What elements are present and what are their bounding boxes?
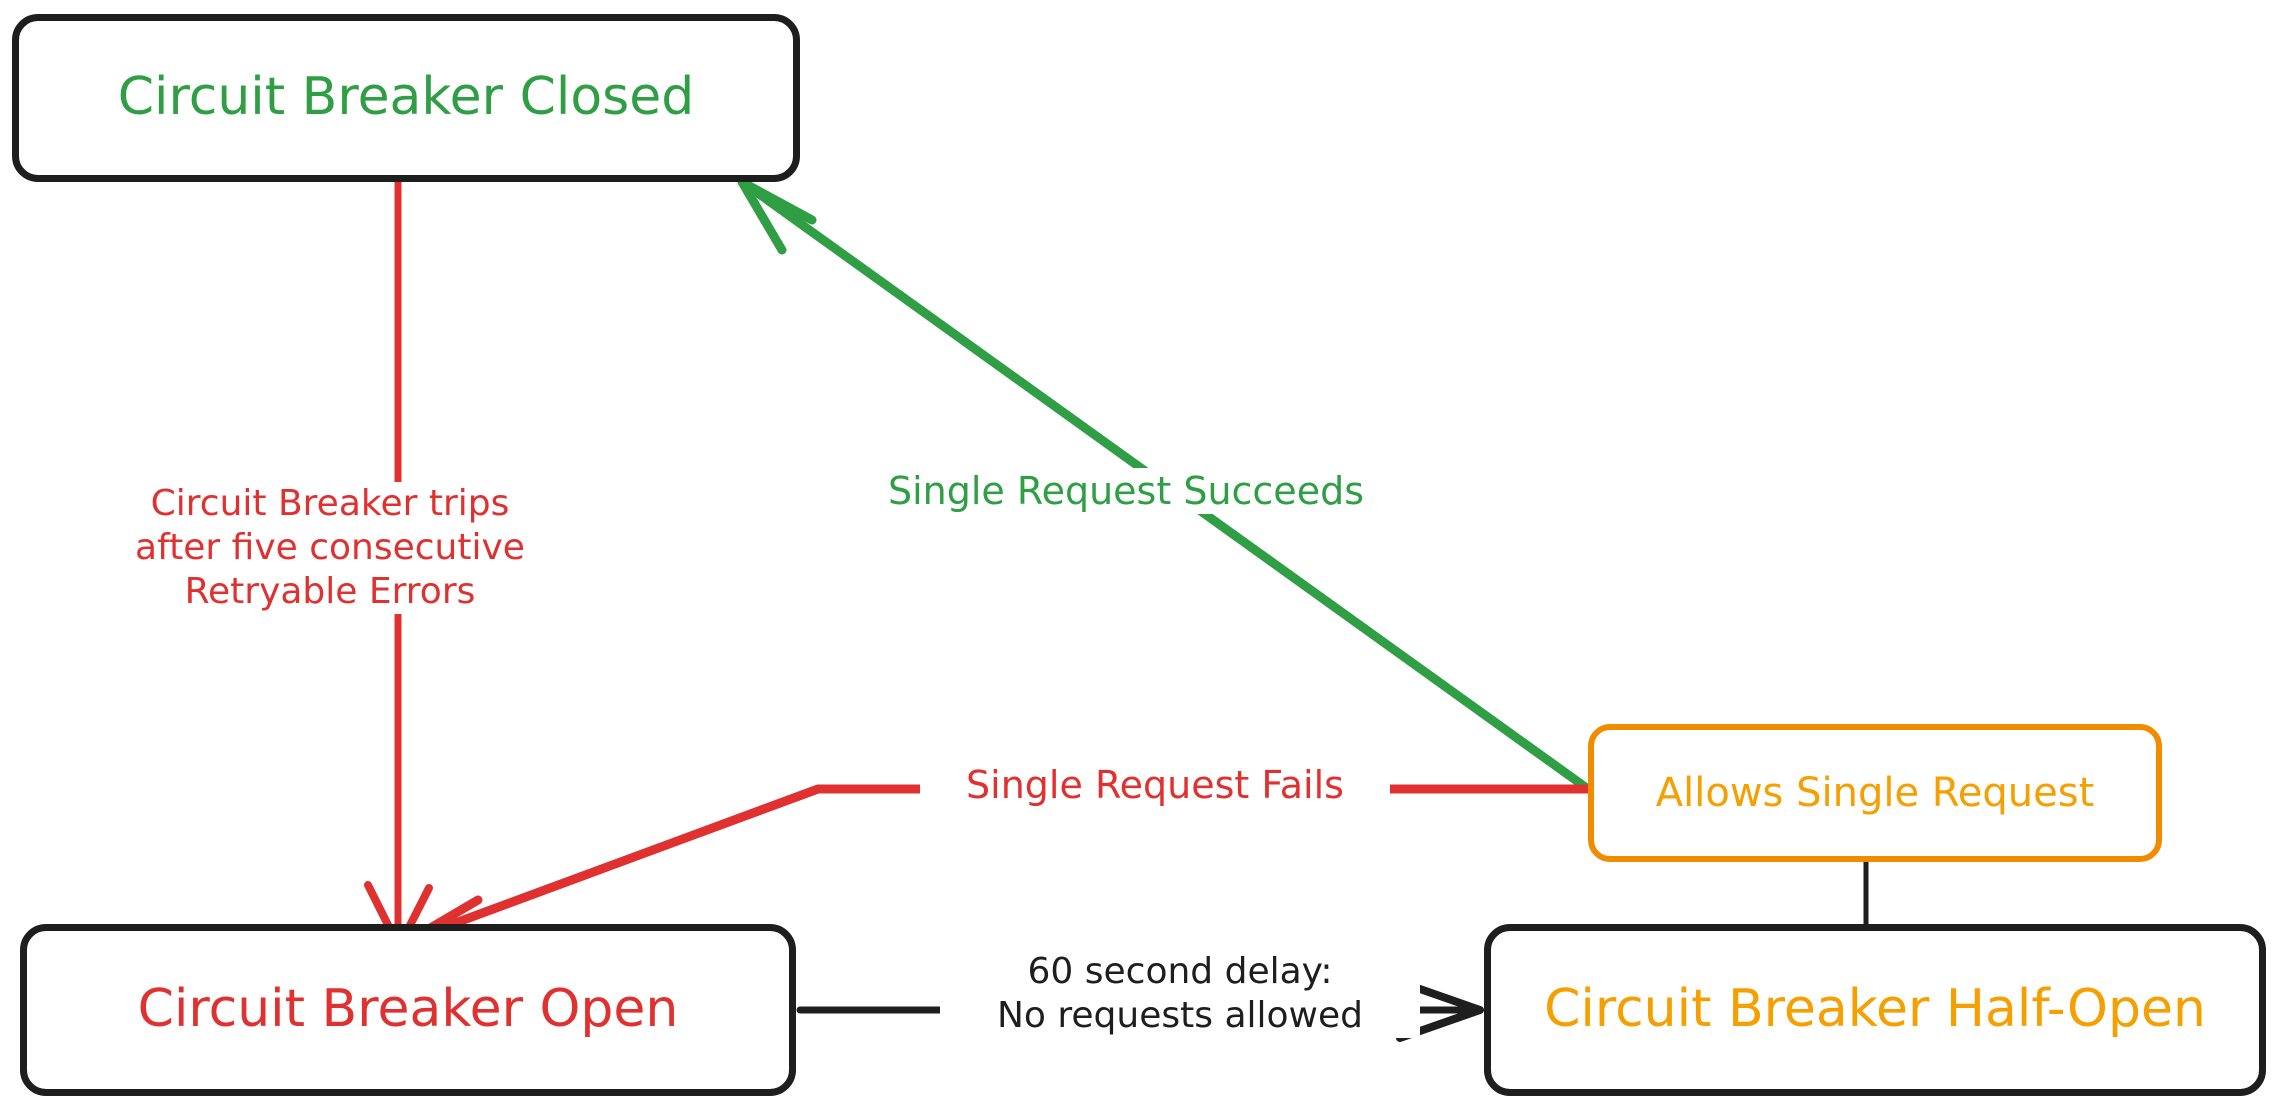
- edge-allows-to-closed: [737, 177, 1593, 794]
- node-circuit-breaker-open[interactable]: Circuit Breaker Open: [20, 924, 796, 1096]
- node-label-closed: Circuit Breaker Closed: [117, 67, 695, 128]
- node-label-allows-single: Allows Single Request: [1655, 770, 2095, 816]
- node-label-half-open: Circuit Breaker Half-Open: [1544, 979, 2206, 1040]
- edge-closed-to-open: [364, 178, 433, 951]
- node-allows-single-request[interactable]: Allows Single Request: [1588, 724, 2162, 862]
- edge-open-to-half-open: [796, 978, 1484, 1042]
- node-circuit-breaker-half-open[interactable]: Circuit Breaker Half-Open: [1484, 924, 2266, 1096]
- node-label-open: Circuit Breaker Open: [137, 979, 679, 1040]
- node-circuit-breaker-closed[interactable]: Circuit Breaker Closed: [12, 14, 800, 182]
